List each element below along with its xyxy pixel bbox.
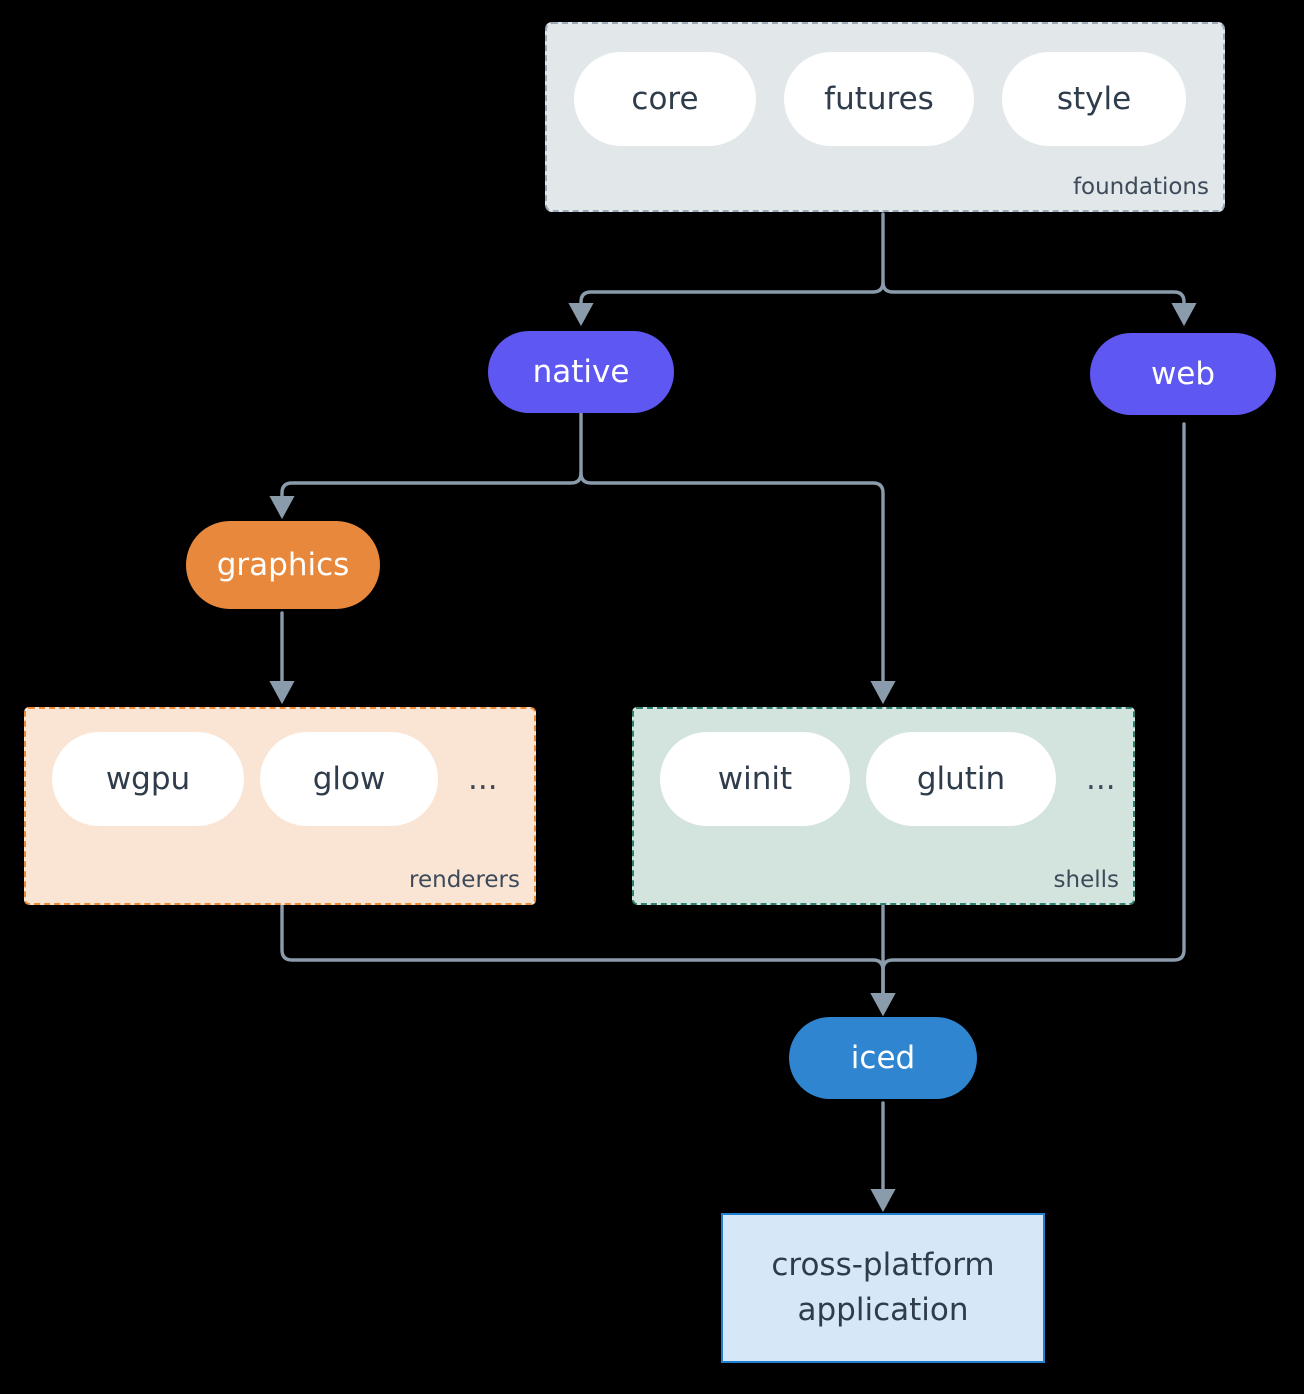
node-wgpu[interactable]: wgpu: [52, 732, 244, 826]
node-core-label: core: [631, 81, 699, 117]
node-application-label-line2: application: [797, 1292, 969, 1328]
node-wgpu-label: wgpu: [105, 761, 191, 797]
node-glow-label: glow: [312, 761, 386, 797]
cluster-renderers-label: renderers: [409, 867, 520, 893]
node-core[interactable]: core: [574, 52, 756, 146]
node-glutin-label: glutin: [916, 761, 1006, 797]
node-futures-label: futures: [824, 81, 934, 117]
node-graphics-label: graphics: [216, 547, 350, 583]
node-futures[interactable]: futures: [784, 52, 974, 146]
renderers-overflow-ellipsis: ...: [468, 760, 498, 797]
node-application-label-line1: cross-platform: [771, 1247, 995, 1284]
edge-renderers-iced: [280, 903, 896, 1017]
node-winit-label: winit: [717, 761, 793, 797]
shells-children: winit glutin ...: [660, 732, 1116, 826]
cluster-foundations: core futures style foundations: [545, 22, 1225, 212]
edge-foundations-web: [881, 280, 1197, 327]
cluster-foundations-label: foundations: [1072, 174, 1209, 200]
edge-foundations-native: [568, 212, 885, 327]
node-native-label: native: [532, 354, 630, 390]
node-style-label: style: [1056, 81, 1132, 117]
foundations-children: core futures style: [574, 52, 1186, 146]
node-winit[interactable]: winit: [660, 732, 850, 826]
node-native[interactable]: native: [488, 331, 674, 413]
shells-overflow-ellipsis: ...: [1086, 760, 1116, 797]
cluster-renderers: wgpu glow ... renderers: [24, 707, 536, 905]
node-glow[interactable]: glow: [260, 732, 438, 826]
node-iced[interactable]: iced: [789, 1017, 977, 1099]
cluster-shells-label: shells: [1053, 867, 1119, 893]
renderers-children: wgpu glow ...: [52, 732, 498, 826]
node-style[interactable]: style: [1002, 52, 1186, 146]
edge-native-shells: [579, 471, 896, 705]
cluster-shells: winit glutin ... shells: [632, 707, 1135, 905]
edge-native-graphics: [269, 411, 583, 520]
node-web-label: web: [1150, 356, 1216, 392]
node-application[interactable]: cross-platform application: [721, 1213, 1045, 1363]
node-web[interactable]: web: [1090, 333, 1276, 415]
node-glutin[interactable]: glutin: [866, 732, 1056, 826]
node-iced-label: iced: [850, 1040, 916, 1076]
node-graphics[interactable]: graphics: [186, 521, 380, 609]
